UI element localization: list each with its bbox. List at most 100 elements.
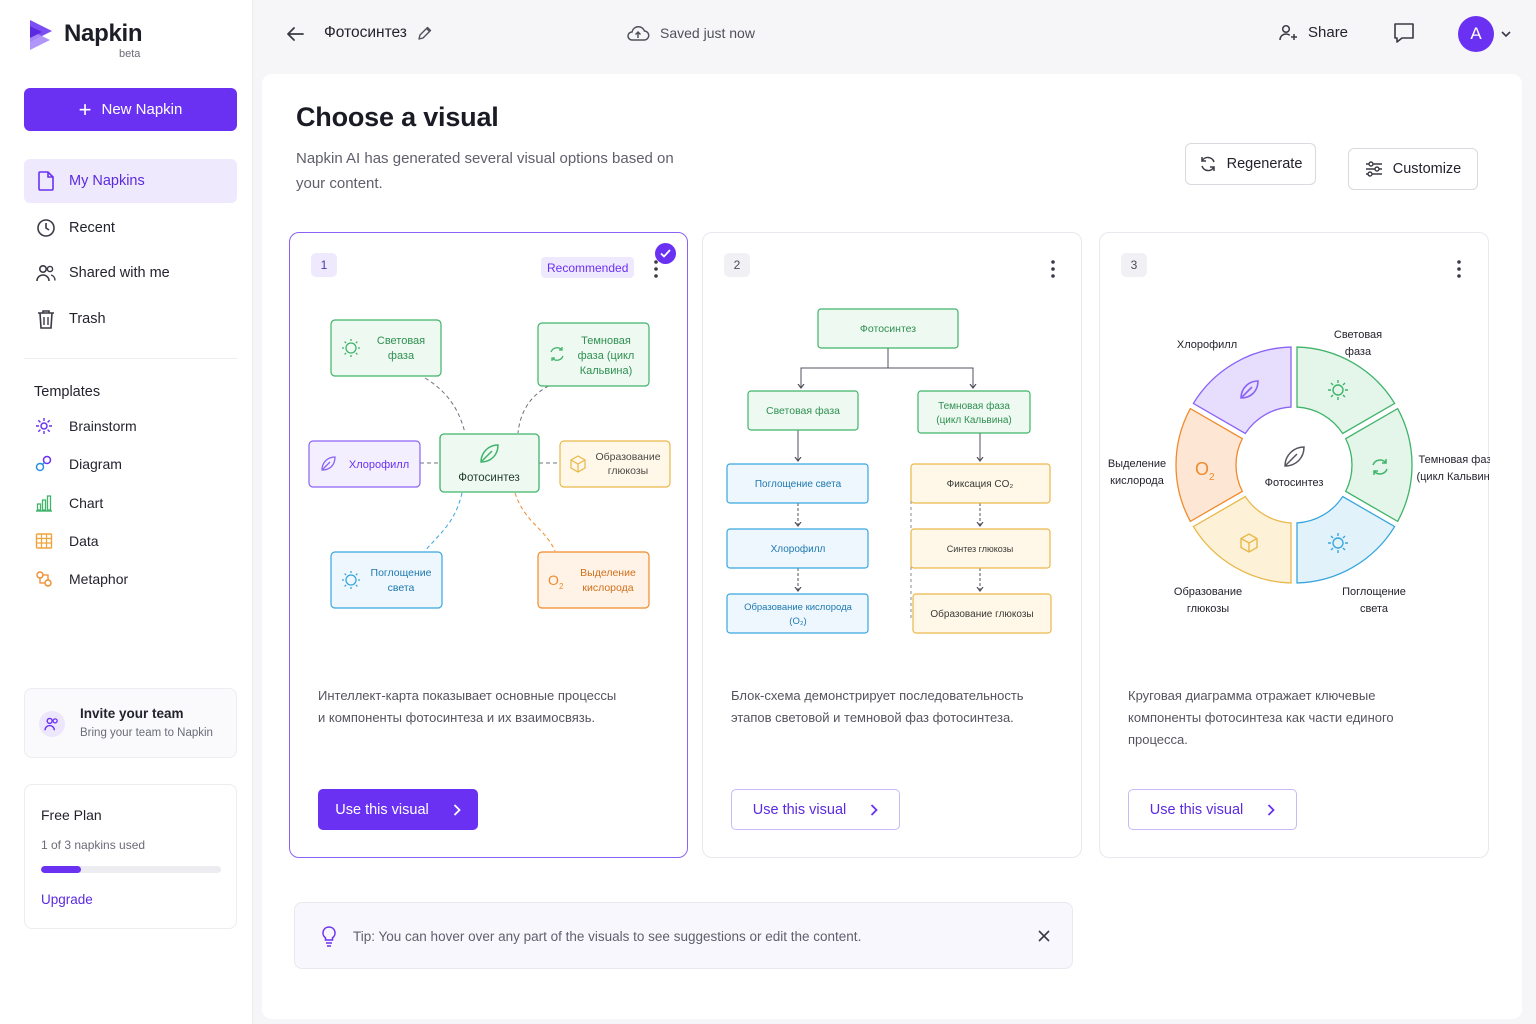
mindmap-visual[interactable]: Световая фаза Темновая фаза (цикл Кальви…: [290, 233, 689, 673]
flowchart-visual[interactable]: Фотосинтез Световая фаза Темновая фаза (…: [703, 233, 1083, 673]
page-subtitle: Napkin AI has generated several visual o…: [296, 150, 674, 192]
bar-chart-icon: [34, 493, 54, 513]
sun-icon: [1328, 533, 1348, 553]
diagram-icon: [34, 454, 54, 474]
leaf-icon: [321, 456, 336, 471]
oxygen-icon: O: [1195, 459, 1209, 479]
visual-card-1[interactable]: 1 Recommended Световая фаза: [289, 232, 688, 858]
close-icon[interactable]: [1037, 929, 1051, 943]
tip-text: Tip: You can hover over any part of the …: [353, 929, 862, 944]
cycle-icon: [550, 347, 564, 361]
sliders-icon: [1365, 161, 1382, 177]
card-number: 2: [724, 253, 750, 277]
node-oxygen: [537, 551, 650, 609]
more-options-icon[interactable]: [1050, 259, 1056, 279]
chlorophyll-label: Хлорофилл: [349, 459, 409, 471]
pencil-icon[interactable]: [417, 26, 432, 41]
leaf-icon: [1284, 446, 1305, 467]
sparkle-icon: [34, 416, 54, 436]
chevron-down-icon[interactable]: [1500, 28, 1512, 40]
sidebar-item-trash[interactable]: Trash: [24, 297, 237, 341]
document-title[interactable]: Фотосинтез: [324, 24, 432, 42]
template-chart[interactable]: Chart: [34, 493, 103, 513]
template-label: Diagram: [69, 456, 122, 472]
customize-button[interactable]: Customize: [1348, 148, 1478, 190]
oxygen-icon: O: [548, 572, 559, 588]
card-description: Блок-схема демонстрирует последовательно…: [731, 688, 1024, 725]
add-user-icon: [1279, 24, 1297, 41]
comment-icon[interactable]: [1393, 22, 1415, 44]
share-button[interactable]: Share: [1278, 24, 1348, 41]
glucose-line1: Образование: [1174, 586, 1242, 598]
use-this-visual-button[interactable]: Use this visual: [1128, 789, 1297, 830]
oxygen-line1: Образование кислорода: [744, 602, 853, 613]
use-this-visual-button[interactable]: Use this visual: [731, 789, 900, 830]
refresh-icon: [1200, 156, 1215, 172]
users-icon: [36, 263, 56, 283]
oxygen-icon-sub: 2: [559, 582, 564, 591]
plan-usage: 1 of 3 napkins used: [41, 838, 146, 852]
template-diagram[interactable]: Diagram: [34, 454, 122, 474]
sidebar-item-label: Recent: [69, 220, 115, 236]
new-napkin-button[interactable]: + New Napkin: [24, 88, 237, 131]
glucose-line1: Образование: [595, 451, 660, 463]
absorption-label: Поглощение света: [755, 479, 842, 490]
template-metaphor[interactable]: Metaphor: [34, 569, 128, 589]
ring-diagram-visual[interactable]: Фотосинтез O 2 Хлорофилл Световая фаза Т…: [1100, 233, 1490, 673]
plan-usage-fill: [41, 866, 81, 873]
regenerate-button[interactable]: Regenerate: [1185, 143, 1316, 185]
back-arrow-icon[interactable]: [284, 23, 306, 45]
brand-name: Napkin: [64, 20, 143, 47]
plan-title: Free Plan: [41, 807, 102, 823]
use-this-visual-label: Use this visual: [335, 801, 429, 818]
file-icon: [36, 171, 56, 191]
template-label: Chart: [69, 495, 104, 511]
recommended-badge: Recommended: [541, 257, 635, 278]
plan-card: Free Plan 1 of 3 napkins used Upgrade: [24, 784, 237, 929]
brand-tag: beta: [119, 48, 141, 60]
sun-icon: [1328, 380, 1348, 400]
topbar: Фотосинтез Saved just now Share A: [254, 0, 1536, 70]
template-label: Data: [69, 533, 99, 549]
center-label: Фотосинтез: [1265, 477, 1324, 489]
logo[interactable]: Napkin beta: [28, 18, 143, 60]
oxygen-line2: кислорода: [582, 582, 633, 594]
card-number: 1: [311, 253, 337, 277]
segment-oxygen[interactable]: [1175, 407, 1244, 523]
oxygen-line2: кислорода: [1110, 475, 1165, 487]
node-glucose: [559, 440, 671, 488]
more-options-icon[interactable]: [653, 259, 659, 279]
synthesis-label: Синтез глюкозы: [947, 544, 1014, 554]
visual-card-2[interactable]: 2 Фотосинтез Световая фаза Темновая фаза…: [702, 232, 1082, 858]
node-dark-phase: [537, 322, 650, 387]
card-description: Интеллект-карта показывает основные проц…: [318, 688, 617, 725]
light-phase-label: Световая фаза: [766, 405, 840, 417]
node-chlorophyll: [308, 440, 421, 488]
more-options-icon[interactable]: [1456, 259, 1462, 279]
node-light-phase: [747, 390, 859, 431]
sidebar-item-my-napkins[interactable]: My Napkins: [24, 159, 237, 203]
use-this-visual-button[interactable]: Use this visual: [318, 789, 478, 830]
avatar[interactable]: A: [1458, 16, 1494, 52]
sidebar-item-shared[interactable]: Shared with me: [24, 251, 237, 295]
segment-dark-phase[interactable]: [1344, 407, 1413, 523]
co2-label: Фиксация CO₂: [947, 479, 1014, 490]
ring-center: [1240, 411, 1348, 519]
light-line1: Световая: [1334, 329, 1382, 341]
invite-team-card[interactable]: Invite your team Bring your team to Napk…: [24, 688, 237, 758]
glucose-line2: глюкозы: [1187, 603, 1229, 615]
oxygen-line2: (O₂): [789, 616, 806, 627]
node-absorption: [726, 463, 869, 504]
light-phase-line1: Световая: [377, 335, 425, 347]
template-brainstorm[interactable]: Brainstorm: [34, 416, 137, 436]
segment-absorption[interactable]: [1296, 495, 1396, 584]
visual-card-3[interactable]: 3 Фотосинтез O 2 Хлорофилл Световая фаза…: [1099, 232, 1490, 858]
sidebar-item-recent[interactable]: Recent: [24, 206, 237, 250]
sun-icon: [342, 571, 360, 589]
sidebar-item-label: My Napkins: [69, 173, 145, 189]
template-data[interactable]: Data: [34, 531, 99, 551]
upgrade-link[interactable]: Upgrade: [41, 892, 93, 907]
node-light-phase: [330, 319, 442, 377]
oxygen-icon-sub: 2: [1209, 472, 1215, 483]
sidebar-item-label: Shared with me: [69, 265, 170, 281]
